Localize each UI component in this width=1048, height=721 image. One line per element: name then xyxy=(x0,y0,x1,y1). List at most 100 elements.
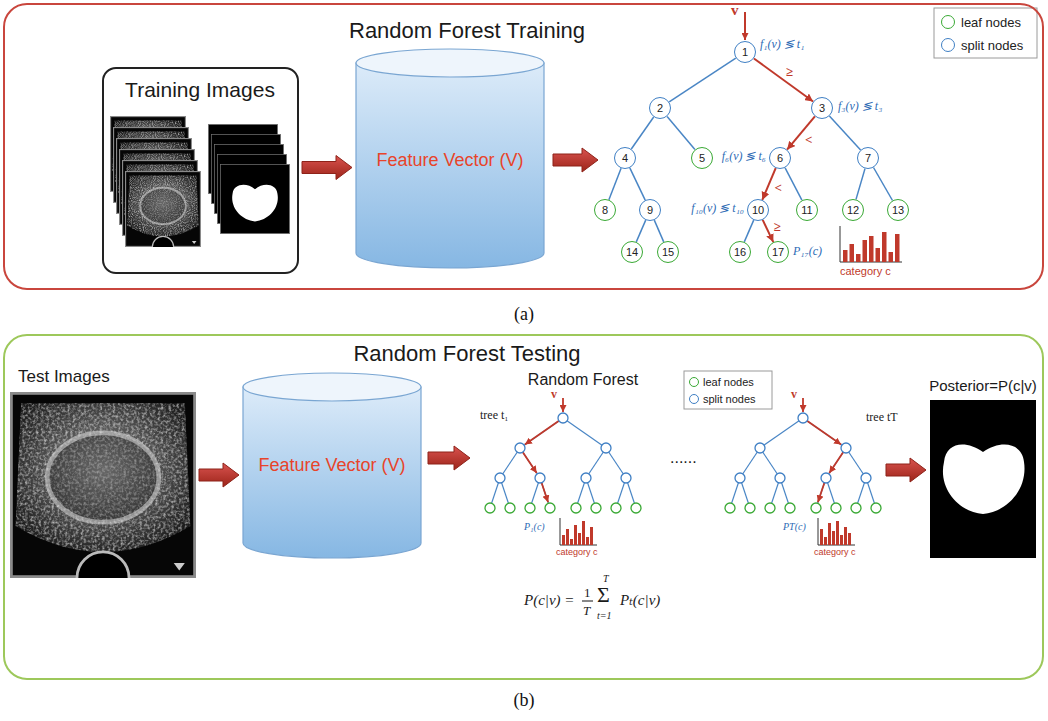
training-ultrasound-stack xyxy=(111,117,201,258)
leaf-node: 15 xyxy=(657,241,679,263)
decision-path-arrow xyxy=(754,59,813,102)
axis-label: category c xyxy=(814,548,856,557)
split-node: 6 xyxy=(769,147,791,169)
formula-part: Pₜ(c|v) xyxy=(620,593,660,608)
decision-tree xyxy=(485,398,881,513)
split-node: 2 xyxy=(649,97,671,119)
panel-title: Random Forest Testing xyxy=(353,343,580,365)
edge-label: ≥ xyxy=(772,220,781,233)
split-node: 10 xyxy=(747,199,769,221)
cylinder-label: Feature Vector (V) xyxy=(376,151,523,169)
tree-label: tree t₁ xyxy=(480,409,509,421)
cylinder-label: Feature Vector (V) xyxy=(258,456,405,474)
panel-caption: (a) xyxy=(514,305,534,323)
node-number: 3 xyxy=(819,103,825,114)
tree-branch xyxy=(744,220,753,242)
leaf-node: 13 xyxy=(887,199,909,221)
tree-branch xyxy=(785,168,802,200)
tree-branch xyxy=(856,169,865,200)
split-test: f₃(v) ≶ t₃ xyxy=(838,100,882,112)
edge-label: ≥ xyxy=(785,65,794,78)
input-symbol: v xyxy=(551,388,557,400)
legend-box xyxy=(934,8,1037,58)
tree-branch xyxy=(654,220,663,242)
node-number: 9 xyxy=(647,205,653,216)
leaf-node: 5 xyxy=(691,147,713,169)
section-label: Random Forest xyxy=(528,372,638,388)
fraction-bar xyxy=(582,601,593,602)
node-number: 2 xyxy=(657,103,663,114)
leaf-node: 17 xyxy=(767,241,789,263)
node-number: 7 xyxy=(865,153,871,164)
block-arrow xyxy=(199,463,239,487)
legend-swatch xyxy=(689,394,699,404)
leaf-node: 11 xyxy=(796,199,818,221)
tree-branch xyxy=(630,168,645,200)
feature-cylinder: Feature Vector (V) xyxy=(355,48,545,268)
split-node: 7 xyxy=(857,147,879,169)
legend-swatch xyxy=(941,38,955,52)
legend-text: leaf nodes xyxy=(703,377,754,388)
ellipsis: ...... xyxy=(670,450,697,466)
formula-part: t=1 xyxy=(597,611,612,621)
node-number: 16 xyxy=(734,247,746,258)
split-test: f₆(v) ≶ t₆ xyxy=(722,150,766,162)
leaf-node: 16 xyxy=(729,241,751,263)
tree-branch xyxy=(609,168,621,199)
tree-label: tree tT xyxy=(866,411,898,423)
legend-swatch xyxy=(941,15,955,29)
split-test: f₁₀(v) ≶ t₁₀ xyxy=(691,202,744,214)
block-arrow xyxy=(553,148,598,172)
image-title: Test Images xyxy=(18,368,110,385)
block-arrow xyxy=(886,458,926,482)
node-number: 5 xyxy=(699,153,705,164)
node-number: 10 xyxy=(752,205,764,216)
formula-part: T xyxy=(583,604,590,617)
split-test: f₁(v) ≶ t₁ xyxy=(760,38,804,50)
tree-branch xyxy=(636,220,645,242)
image-shape xyxy=(10,392,196,578)
decision-path-arrow xyxy=(787,116,815,149)
panel: Random Forest TrainingTraining ImagesFea… xyxy=(3,3,1044,290)
split-node: 4 xyxy=(614,147,636,169)
training-mask-stack xyxy=(208,124,289,233)
node-number: 14 xyxy=(626,247,638,258)
leaf-posterior: P₁₇(c) xyxy=(793,245,822,257)
split-node: 3 xyxy=(811,97,833,119)
ultrasound-image: Test Images xyxy=(10,392,196,578)
legend-box xyxy=(684,371,772,409)
legend-text: leaf nodes xyxy=(961,16,1021,29)
tree-branch xyxy=(669,58,736,102)
posterior-image: Posterior=P(c|v) xyxy=(930,400,1036,558)
input-arrow xyxy=(744,12,746,40)
leaf-posterior: PT(c) xyxy=(783,522,806,532)
node-number: 11 xyxy=(801,205,812,216)
edge-label: < xyxy=(773,181,782,194)
node-number: 13 xyxy=(892,205,904,216)
input-symbol: v xyxy=(791,388,797,400)
image-shape xyxy=(930,400,1036,558)
tree-branch xyxy=(874,168,893,201)
leaf-posterior: P₁(c) xyxy=(524,522,545,532)
tree-branch xyxy=(829,116,860,150)
split-node: 1 xyxy=(734,41,756,63)
formula-part: 1 xyxy=(584,586,591,599)
node-number: 8 xyxy=(602,205,608,216)
node-number: 6 xyxy=(777,153,783,164)
node-number: 17 xyxy=(772,247,784,258)
tree-branch xyxy=(631,117,653,149)
histogram xyxy=(818,518,855,545)
leaf-node: 14 xyxy=(621,241,643,263)
node-number: 1 xyxy=(742,47,748,58)
histogram xyxy=(840,226,902,262)
image-group-box: Training Images xyxy=(102,67,299,274)
formula-part: P(c|v) = xyxy=(524,593,574,608)
tree-branch xyxy=(667,116,695,149)
node-number: 15 xyxy=(662,247,674,258)
feature-cylinder: Feature Vector (V) xyxy=(242,372,422,558)
split-node: 9 xyxy=(639,199,661,221)
block-arrow xyxy=(428,446,470,470)
formula-part: T xyxy=(603,574,609,584)
legend-text: split nodes xyxy=(703,394,756,405)
panel-caption: (b) xyxy=(514,691,535,709)
